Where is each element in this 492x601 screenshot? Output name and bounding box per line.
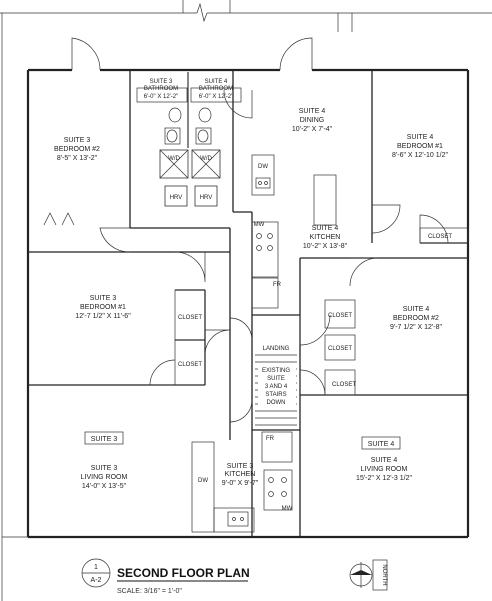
room-s3-living: SUITE 3 LIVING ROOM 14'-0" X 13'-5": [81, 465, 128, 490]
room-dimensions: 9'-7 1/2" X 12'-8": [390, 324, 443, 331]
suite3-tag-box: [84, 431, 124, 445]
room-type: KITCHEN: [225, 471, 256, 478]
room-type: LIVING ROOM: [361, 466, 408, 473]
room-type: BEDROOM #1: [397, 143, 443, 150]
room-name: SUITE 4: [299, 108, 326, 115]
room-type: BEDROOM #2: [54, 146, 100, 153]
room-name: SUITE 4: [403, 306, 430, 313]
room-dimensions: 10'-2" X 7'-4": [292, 126, 333, 133]
bathroom-fixtures: [136, 87, 242, 207]
exterior-walls: [2, 37, 470, 539]
stairs-note: EXISTING SUITE 3 AND 4 STAIRS DOWN: [258, 366, 296, 410]
north-arrow: NORTH: [349, 559, 388, 591]
north-label: NORTH: [381, 564, 387, 585]
room-name: SUITE 4: [312, 225, 339, 232]
fridge-label: FR: [273, 282, 282, 288]
title-block: 1 A-2 SECOND FLOOR PLAN SCALE: 3/16" = 1…: [81, 558, 250, 595]
room-name: SUITE 3: [90, 295, 117, 302]
suite4-tag: SUITE 4: [368, 441, 395, 448]
plan-scale: SCALE: 3/16" = 1'-0": [117, 588, 182, 595]
closet-label: CLOSET: [428, 234, 452, 240]
closet-label: CLOSET: [332, 382, 356, 388]
stairs-line: DOWN: [267, 400, 286, 406]
hrv-label: HRV: [200, 195, 213, 201]
room-s3-bedroom2: SUITE 3 BEDROOM #2 8'-5" X 13'-2": [54, 137, 100, 162]
closet-label: CLOSET: [328, 313, 352, 319]
suite3-tag: SUITE 3: [91, 436, 118, 443]
hrv-label: HRV: [170, 195, 183, 201]
room-type: BEDROOM #1: [80, 304, 126, 311]
suite4-tag-box: [361, 436, 401, 450]
stairs-line: 3 AND 4: [265, 384, 288, 390]
microwave-label: MW: [254, 222, 265, 228]
sheet-ref: A-2: [91, 577, 102, 584]
suite4-kitchen-fixtures: [251, 154, 337, 309]
stairs-line: EXISTING: [262, 368, 290, 374]
room-dimensions: 6'-0" X 12'-2": [199, 94, 234, 100]
room-type: LIVING ROOM: [81, 474, 128, 481]
closet-label: CLOSET: [178, 315, 202, 321]
room-type: BATHROOM: [144, 86, 178, 92]
room-name: SUITE 4: [205, 79, 228, 85]
room-name: SUITE 4: [407, 134, 434, 141]
room-dimensions: 9'-0" X 9'-7": [222, 480, 259, 487]
room-dimensions: 12'-7 1/2" X 11'-6": [75, 313, 131, 320]
room-dimensions: 15'-2" X 12'-3 1/2": [356, 475, 412, 482]
stairs-line: SUITE: [267, 376, 285, 382]
dishwasher-label: DW: [198, 478, 208, 484]
room-name: SUITE 3: [227, 463, 254, 470]
washer-dryer-label: W/D: [200, 156, 212, 162]
closet-label: CLOSET: [178, 362, 202, 368]
room-name: SUITE 4: [371, 457, 398, 464]
room-s4-dining: SUITE 4 DINING 10'-2" X 7'-4": [292, 108, 333, 133]
washer-dryer-label: W/D: [168, 156, 180, 162]
room-dimensions: 14'-0" X 13'-5": [82, 483, 127, 490]
room-s4-bathroom: SUITE 4 BATHROOM 6'-0" X 12'-2": [199, 79, 234, 100]
fridge-label: FR: [266, 436, 275, 442]
room-s3-kitchen: SUITE 3 KITCHEN 9'-0" X 9'-7": [222, 463, 259, 487]
closets: [174, 227, 469, 396]
room-s4-living: SUITE 4 LIVING ROOM 15'-2" X 12'-3 1/2": [356, 457, 412, 482]
stairs-line: STAIRS: [265, 392, 286, 398]
dishwasher-label: DW: [258, 164, 268, 170]
landing-label: LANDING: [263, 346, 290, 352]
room-type: KITCHEN: [310, 234, 341, 241]
room-dimensions: 8'-5" X 13'-2": [57, 155, 98, 162]
room-s4-kitchen: SUITE 4 KITCHEN 10'-2" X 13'-8": [303, 225, 348, 250]
room-dimensions: 8'-6" X 12'-10 1/2": [392, 152, 448, 159]
room-s4-bedroom2: SUITE 4 BEDROOM #2 9'-7 1/2" X 12'-8": [390, 306, 443, 331]
room-type: DINING: [300, 117, 325, 124]
sheet-number: 1: [94, 564, 98, 571]
room-name: SUITE 3: [91, 465, 118, 472]
room-type: BEDROOM #2: [393, 315, 439, 322]
room-type: BATHROOM: [199, 86, 233, 92]
room-dimensions: 10'-2" X 13'-8": [303, 243, 348, 250]
door-swings: [43, 89, 449, 423]
microwave-label: MW: [282, 506, 293, 512]
closet-label: CLOSET: [328, 346, 352, 352]
room-s3-bathroom: SUITE 3 BATHROOM 6'-0" X 12'-2": [144, 79, 179, 100]
room-s3-bedroom1: SUITE 3 BEDROOM #1 12'-7 1/2" X 11'-6": [75, 295, 131, 320]
room-s4-bedroom1: SUITE 4 BEDROOM #1 8'-6" X 12'-10 1/2": [392, 134, 448, 159]
room-dimensions: 6'-0" X 12'-2": [144, 94, 179, 100]
room-name: SUITE 3: [64, 137, 91, 144]
plan-title: SECOND FLOOR PLAN: [117, 566, 250, 580]
suite3-kitchen-fixtures: [191, 431, 293, 533]
room-name: SUITE 3: [150, 79, 173, 85]
